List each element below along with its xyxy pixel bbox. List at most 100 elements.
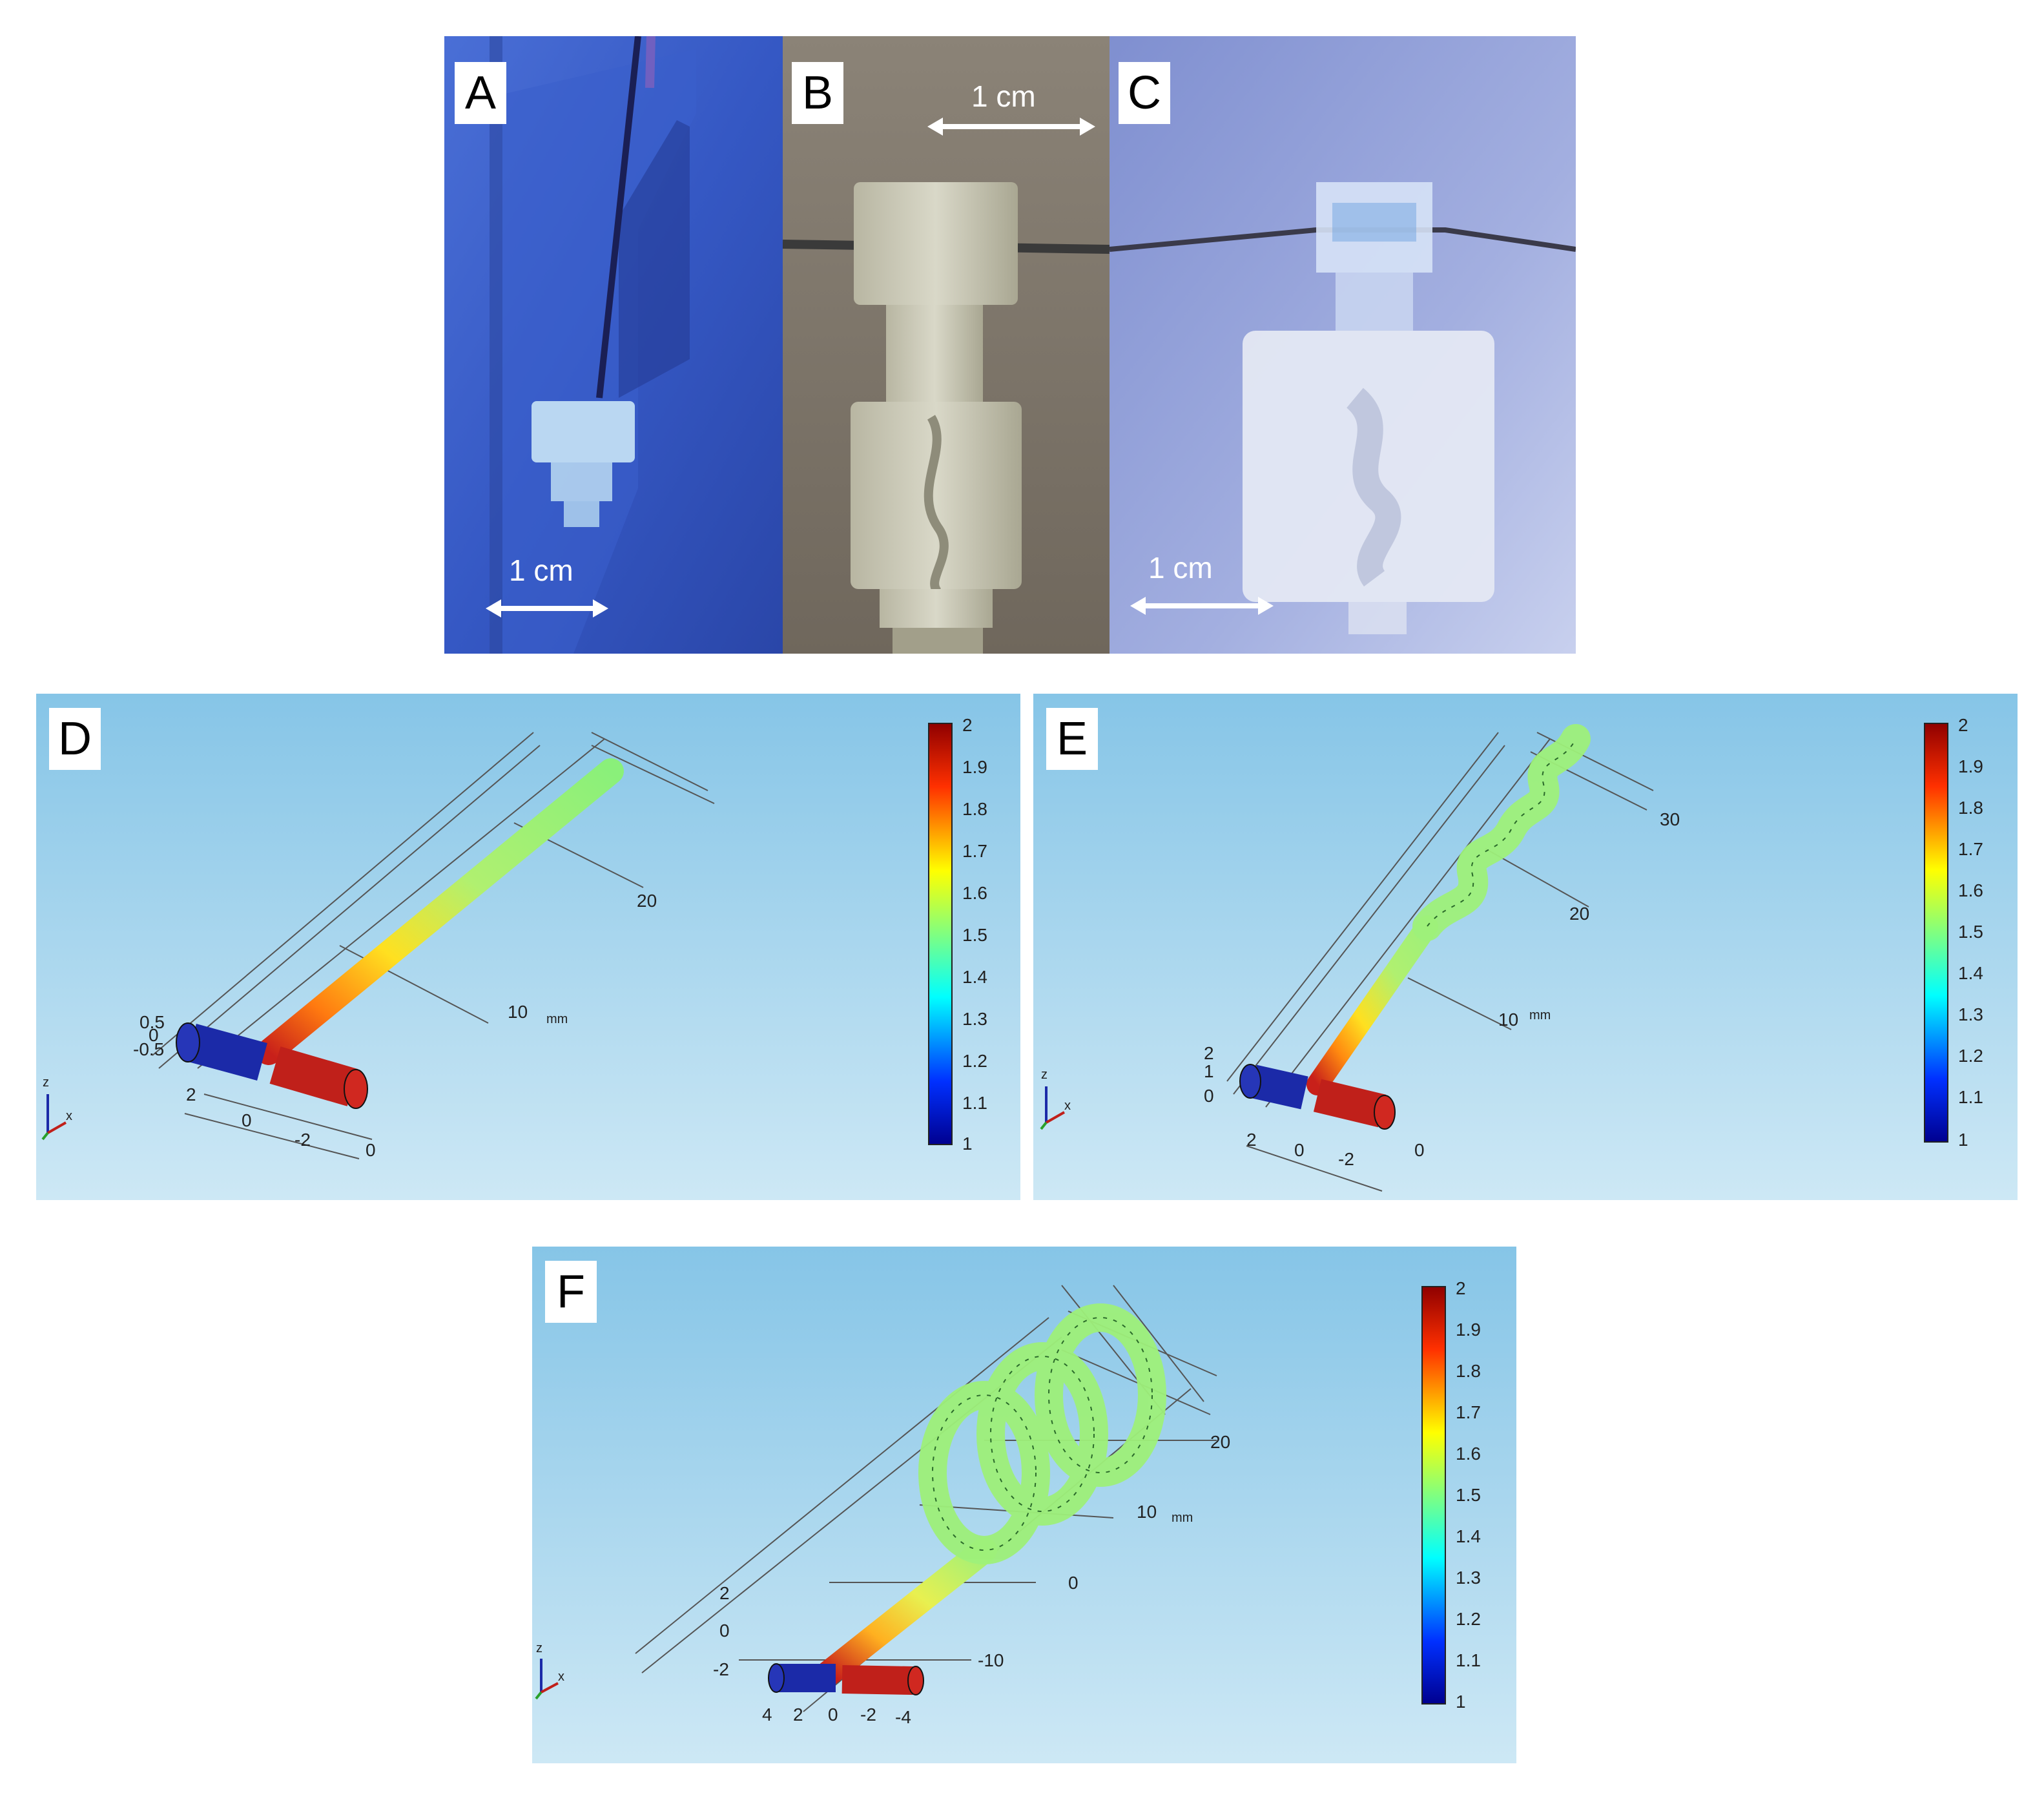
- simulation-panel-f: 20 10 mm 0 -10 2 0 -2 4 2 0 -2 -4 z x 2 …: [532, 1247, 1516, 1763]
- colorbar-tick: 1.1: [962, 1093, 987, 1113]
- colorbar-tick: 1.8: [1958, 798, 1983, 818]
- colorbar-tick: 1.8: [962, 799, 987, 819]
- panel-label-b: B: [792, 62, 843, 124]
- axis-tick-f-z2: 0: [719, 1621, 730, 1641]
- axis-tick-e-30: 30: [1660, 809, 1680, 829]
- simulation-panel-e: 30 20 10 mm 2 1 0 2 0 -2 0 z x 2 1.9 1.8…: [1033, 694, 2018, 1200]
- photo-b-image: [783, 36, 1110, 654]
- triad-x-label-e: x: [1064, 1099, 1071, 1113]
- colorbar-tick: 1: [1456, 1692, 1466, 1712]
- axis-tick-d-x3: -2: [294, 1130, 311, 1150]
- colorbar-tick: 1.5: [1456, 1485, 1481, 1505]
- colorbar-tick: 1.9: [962, 757, 987, 777]
- panel-label-a: A: [455, 62, 506, 124]
- colorbar-tick: 2: [1456, 1278, 1466, 1298]
- simulation-f-plot: 20 10 mm 0 -10 2 0 -2 4 2 0 -2 -4 z x 2 …: [532, 1247, 1516, 1763]
- scale-text-a: 1 cm: [509, 554, 573, 587]
- colorbar-tick: 1.4: [1456, 1526, 1481, 1546]
- axis-unit-f: mm: [1172, 1511, 1193, 1525]
- colorbar-tick: 1.8: [1456, 1361, 1481, 1381]
- photo-panel-a: A 1 cm: [444, 36, 783, 654]
- axis-tick-f-20: 20: [1210, 1432, 1230, 1452]
- colorbar-d: [928, 723, 953, 1145]
- panel-label-e: E: [1046, 708, 1098, 770]
- colorbar-tick: 1.2: [962, 1051, 987, 1071]
- colorbar-tick: 1.2: [1958, 1046, 1983, 1066]
- axis-tick-e-x4: 0: [1414, 1140, 1425, 1160]
- triad-z-label-e: z: [1041, 1068, 1048, 1082]
- axis-tick-f-z1: 2: [719, 1583, 730, 1603]
- colorbar-tick: 1.4: [962, 967, 987, 987]
- photo-panel-c: C 1 cm: [1110, 36, 1576, 654]
- colorbar-tick: 1.3: [962, 1009, 987, 1029]
- simulation-e-plot: 30 20 10 mm 2 1 0 2 0 -2 0 z x 2 1.9 1.8…: [1033, 694, 2018, 1200]
- colorbar-tick: 1.2: [1456, 1609, 1481, 1629]
- photo-panel-b: B 1 cm: [783, 36, 1110, 654]
- axis-tick-d-x1: 2: [186, 1084, 196, 1104]
- axis-tick-e-z3: 0: [1204, 1086, 1214, 1106]
- colorbar-ticks-d: 2 1.9 1.8 1.7 1.6 1.5 1.4 1.3 1.2 1.1 1: [962, 715, 987, 1154]
- panel-label-f: F: [545, 1261, 597, 1323]
- colorbar-tick: 1.7: [1456, 1402, 1481, 1422]
- axis-tick-d-x2: 0: [242, 1110, 252, 1130]
- panel-label-c: C: [1119, 62, 1170, 124]
- axis-unit-d: mm: [546, 1012, 568, 1026]
- simulation-panel-d: 20 10 mm 0.5 0 -0.5 2 0 -2 0 z x 2 1.9 1…: [36, 694, 1020, 1200]
- axis-tick-e-10: 10: [1498, 1010, 1518, 1030]
- colorbar-tick: 1: [1958, 1130, 1968, 1150]
- colorbar-tick: 1.7: [1958, 839, 1983, 859]
- axis-tick-d-20: 20: [637, 891, 657, 911]
- plot-grid: [152, 732, 715, 1159]
- colorbar-f: [1421, 1286, 1446, 1705]
- axis-tick-d-z3: -0.5: [133, 1039, 164, 1059]
- axis-triad-f: z x: [535, 1641, 564, 1700]
- axis-tick-e-x1: 2: [1246, 1130, 1257, 1150]
- axis-tick-e-x2: 0: [1294, 1140, 1305, 1160]
- colorbar-tick: 1.7: [962, 841, 987, 861]
- colorbar-tick: 2: [962, 715, 973, 735]
- axis-tick-f-x1: 4: [762, 1705, 772, 1725]
- colorbar-tick: 1.4: [1958, 963, 1983, 983]
- panel-label-d: D: [49, 708, 101, 770]
- photo-a-image: [444, 36, 783, 654]
- axis-triad-d: z x: [41, 1075, 72, 1141]
- axis-tick-f-x5: -4: [895, 1707, 911, 1727]
- axis-tick-e-z2: 1: [1204, 1061, 1214, 1081]
- axis-tick-f-x4: -2: [860, 1705, 876, 1725]
- colorbar-ticks-f: 2 1.9 1.8 1.7 1.6 1.5 1.4 1.3 1.2 1.1 1: [1456, 1278, 1481, 1712]
- scale-text-b: 1 cm: [971, 79, 1036, 113]
- colorbar-e: [1924, 723, 1948, 1143]
- colorbar-tick: 1.6: [962, 883, 987, 903]
- axis-tick-e-20: 20: [1569, 904, 1589, 924]
- axis-tick-d-z1: 0.5: [139, 1012, 165, 1032]
- axis-tick-f-minus10: -10: [978, 1650, 1004, 1670]
- axis-tick-f-x3: 0: [828, 1705, 838, 1725]
- colorbar-tick: 1: [962, 1134, 973, 1154]
- colorbar-tick: 1.3: [1456, 1568, 1481, 1588]
- colorbar-tick: 1.5: [1958, 922, 1983, 942]
- axis-tick-e-z1: 2: [1204, 1043, 1214, 1063]
- axis-triad-e: z x: [1040, 1068, 1071, 1130]
- colorbar-tick: 1.3: [1958, 1004, 1983, 1024]
- triad-x-label-f: x: [558, 1670, 564, 1684]
- axis-tick-f-10: 10: [1137, 1502, 1157, 1522]
- triad-z-label-f: z: [536, 1641, 542, 1655]
- triad-z-label-d: z: [43, 1075, 49, 1090]
- colorbar-tick: 2: [1958, 715, 1968, 735]
- colorbar-tick: 1.9: [1958, 756, 1983, 776]
- axis-tick-e-x3: -2: [1338, 1149, 1354, 1169]
- simulation-d-plot: 20 10 mm 0.5 0 -0.5 2 0 -2 0 z x 2 1.9 1…: [36, 694, 1020, 1200]
- colorbar-tick: 1.1: [1456, 1650, 1481, 1670]
- axis-tick-d-10: 10: [508, 1002, 528, 1022]
- scale-text-c: 1 cm: [1148, 551, 1213, 585]
- axis-tick-d-z2: 0: [149, 1025, 159, 1045]
- triad-x-label-d: x: [66, 1109, 72, 1123]
- colorbar-tick: 1.1: [1958, 1087, 1983, 1107]
- axis-tick-d-x4: 0: [366, 1140, 376, 1160]
- axis-tick-f-z3: -2: [713, 1659, 729, 1679]
- colorbar-tick: 1.9: [1456, 1320, 1481, 1340]
- colorbar-tick: 1.6: [1958, 880, 1983, 900]
- colorbar-ticks-e: 2 1.9 1.8 1.7 1.6 1.5 1.4 1.3 1.2 1.1 1: [1958, 715, 1983, 1150]
- colorbar-tick: 1.5: [962, 925, 987, 945]
- axis-tick-f-x2: 2: [793, 1705, 803, 1725]
